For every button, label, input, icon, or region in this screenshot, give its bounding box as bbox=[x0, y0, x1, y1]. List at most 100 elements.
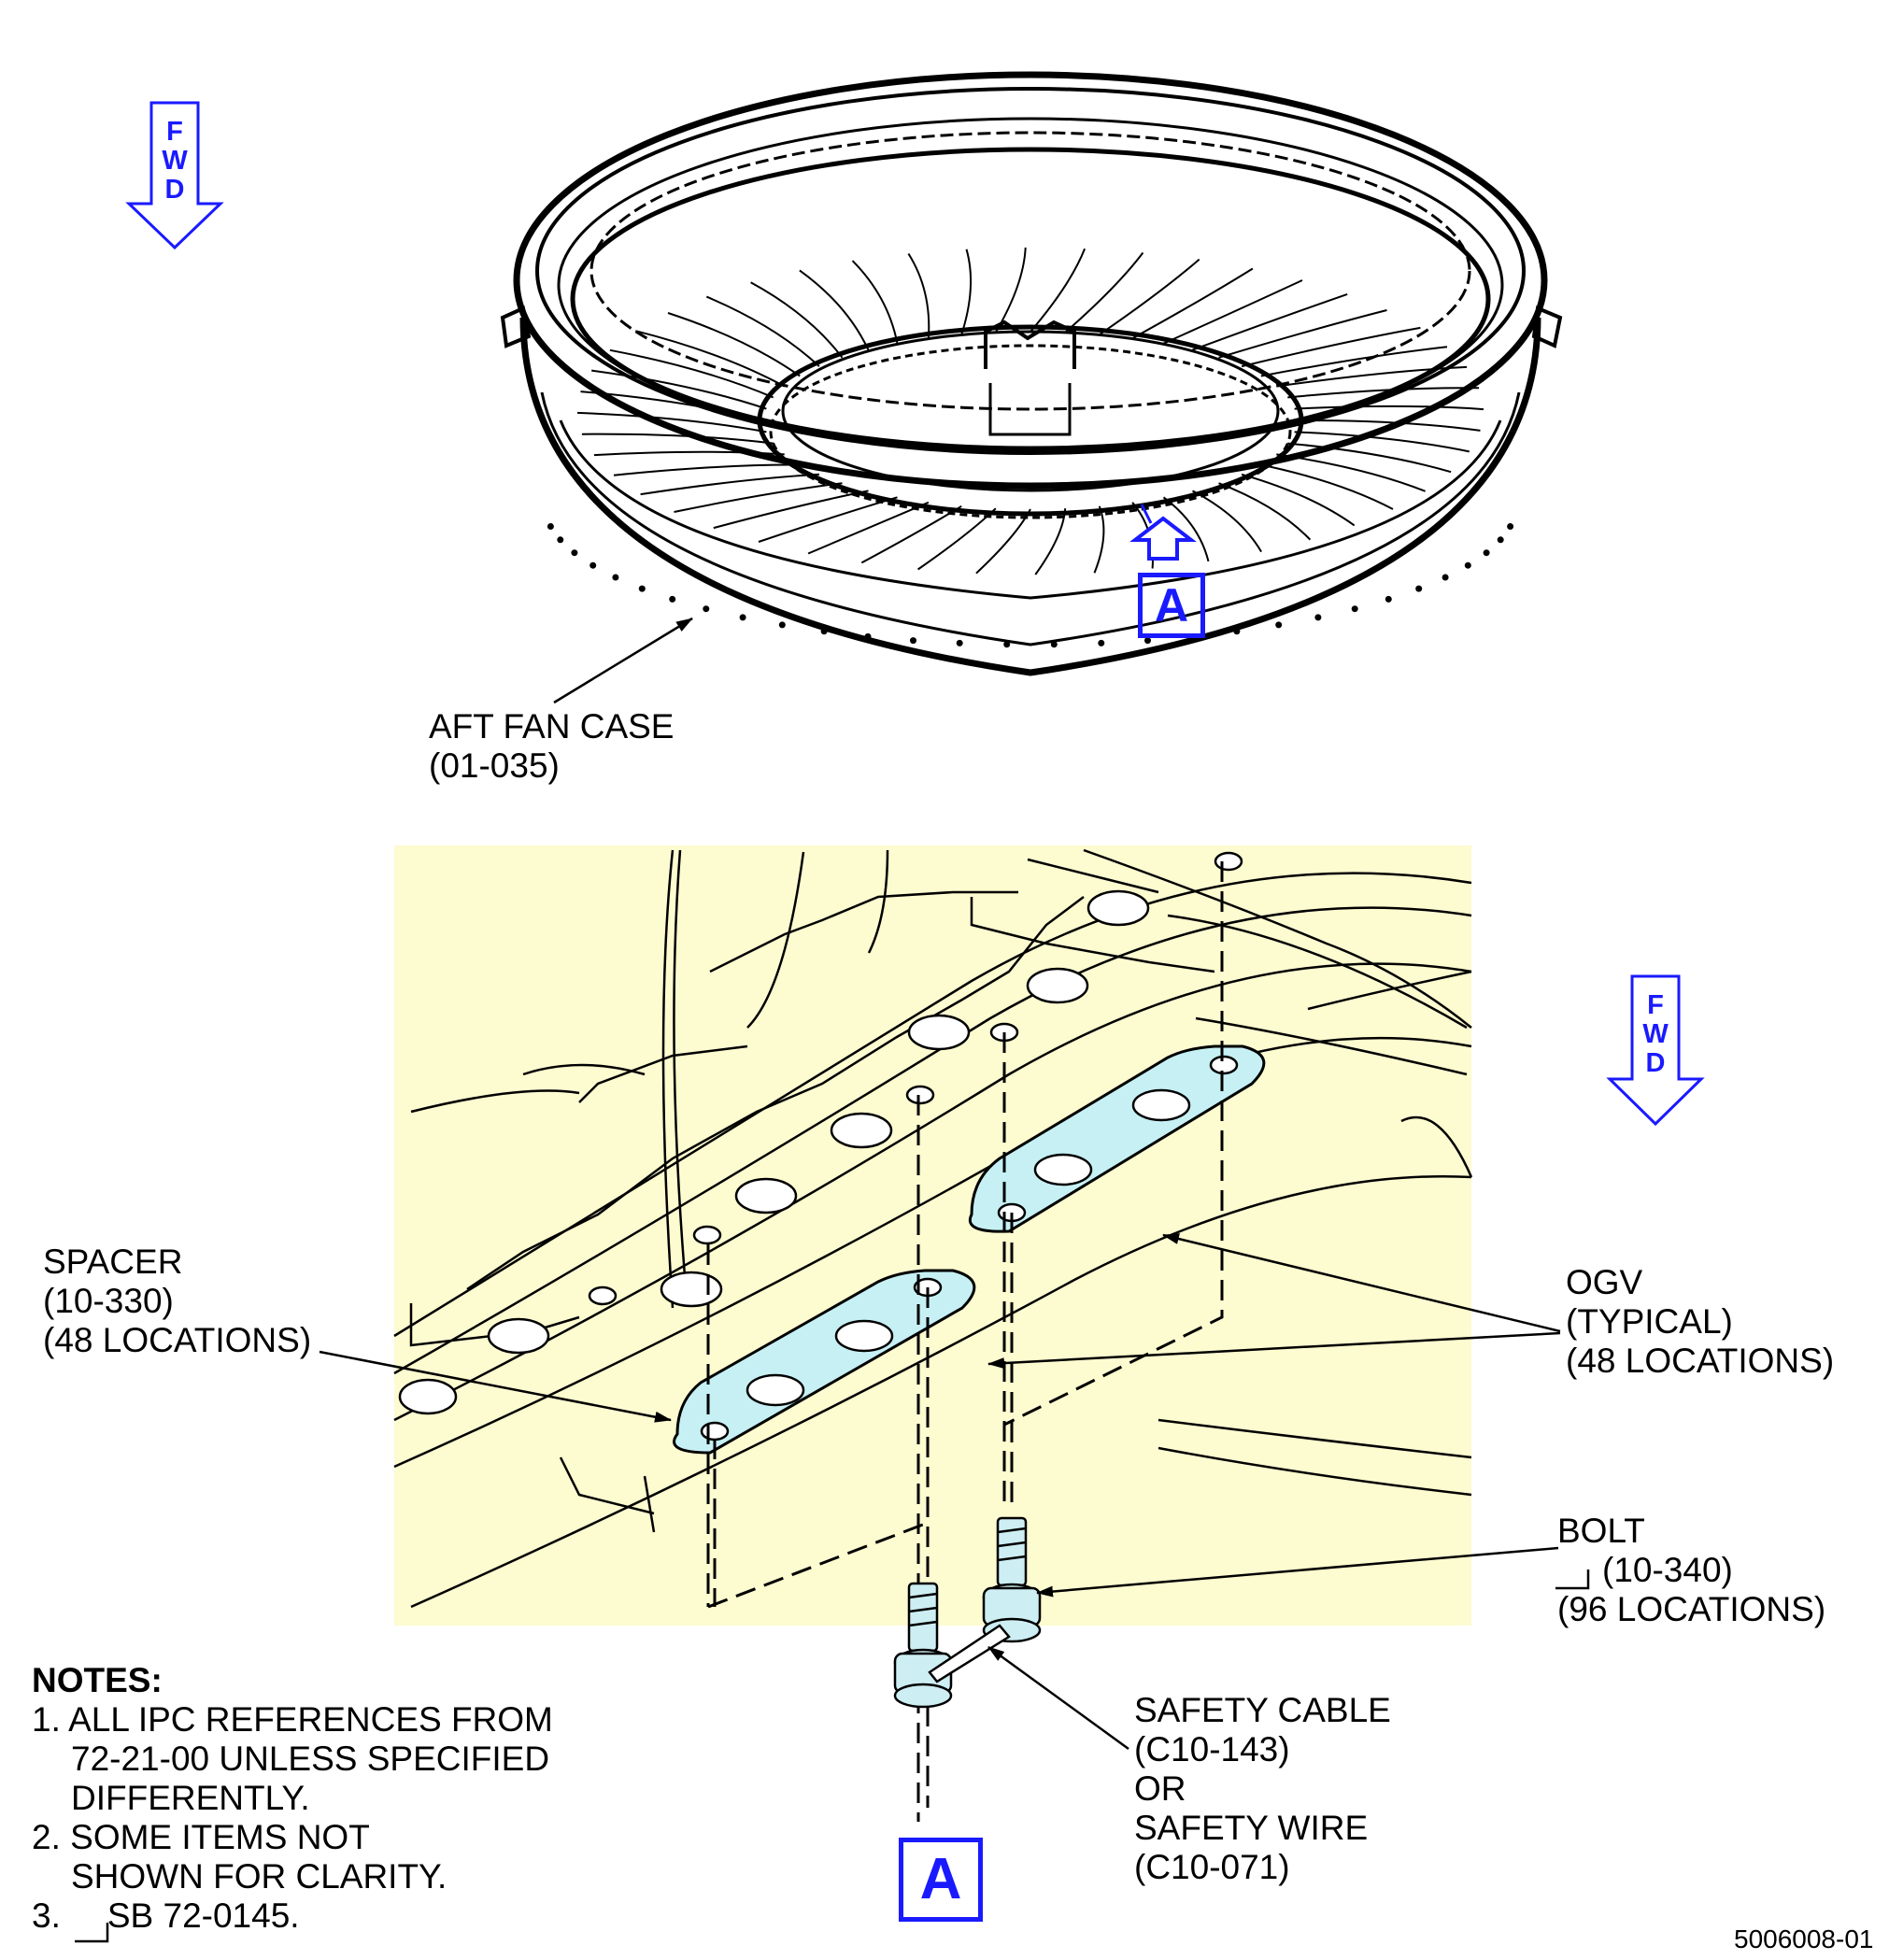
note-3: 3.SB 72-0145. bbox=[32, 1896, 300, 1935]
rev-mark-note bbox=[75, 1923, 109, 1943]
ring-bolt-hole bbox=[638, 585, 646, 592]
ring-bolt-hole bbox=[1351, 605, 1358, 613]
ring-bolt-hole bbox=[1483, 549, 1490, 557]
ogv-vane bbox=[1241, 473, 1356, 527]
aft-fan-case-drawing bbox=[500, 71, 1563, 676]
ogv-vane bbox=[1294, 431, 1470, 453]
ring-bolt-hole bbox=[547, 523, 554, 530]
ogv-vane bbox=[1218, 309, 1387, 359]
ogv-vane bbox=[1260, 346, 1448, 377]
ring-bolt-hole bbox=[1050, 641, 1058, 648]
ogv-vane bbox=[576, 411, 767, 433]
ogv-vane bbox=[1162, 496, 1210, 562]
ogv-vane bbox=[1276, 365, 1468, 388]
ogv-vane bbox=[960, 249, 973, 335]
ring-bolt-hole bbox=[1233, 628, 1241, 635]
figure-id: 5006008-01 bbox=[1734, 1924, 1874, 1953]
ring-bolt-hole bbox=[1098, 639, 1105, 646]
ogv-vane bbox=[674, 482, 843, 513]
ogv-vane bbox=[851, 260, 899, 344]
ogv-vane bbox=[807, 501, 930, 555]
ogv-vane bbox=[1034, 508, 1067, 575]
spacer-plate-lower bbox=[673, 1269, 976, 1455]
ogv-vane bbox=[613, 463, 801, 476]
ring-bolt-hole bbox=[739, 614, 746, 621]
ogv-vane bbox=[1064, 251, 1144, 334]
ogv-vane bbox=[667, 312, 801, 377]
ring-bolt-hole bbox=[1144, 637, 1151, 645]
ring-bolt-hole bbox=[669, 595, 676, 603]
ring-bolt-hole bbox=[557, 536, 564, 544]
ogv-vane bbox=[860, 504, 962, 564]
fwd-label-detail: F W D bbox=[1642, 990, 1669, 1078]
safety-cable-label: SAFETY CABLE (C10-143) OR SAFETY WIRE (C… bbox=[1134, 1691, 1391, 1886]
bolt-right bbox=[982, 1516, 1042, 1643]
ogv-vane bbox=[593, 450, 785, 457]
spacer-label: SPACER (10-330) (48 LOCATIONS) bbox=[43, 1243, 312, 1359]
ogv-vane bbox=[591, 369, 767, 410]
ring-bolt-holes bbox=[547, 523, 1514, 648]
ring-bolt-hole bbox=[612, 574, 619, 581]
ogv-vane bbox=[635, 330, 786, 388]
ogv-vane bbox=[1030, 248, 1087, 333]
ring-bolt-hole bbox=[1275, 621, 1283, 629]
ogv-vane bbox=[1276, 453, 1426, 492]
ring-bolt-hole bbox=[1003, 641, 1011, 648]
ring-bolt-hole bbox=[1442, 574, 1449, 581]
ring-bolt-hole bbox=[589, 561, 597, 569]
ogv-vane bbox=[758, 496, 898, 543]
ogv-vane bbox=[609, 348, 774, 399]
safety-cable bbox=[928, 1624, 1011, 1683]
bolt-label: BOLT (10-340) (96 LOCATIONS) bbox=[1557, 1512, 1826, 1628]
spacer-plate-upper bbox=[968, 1044, 1266, 1233]
ogv-vane bbox=[1287, 442, 1452, 474]
ring-bolt-hole bbox=[956, 639, 963, 646]
view-a-arrow-top bbox=[1129, 516, 1197, 561]
ogv-vane bbox=[1192, 292, 1348, 351]
view-a-callout-top: A bbox=[1138, 573, 1205, 638]
ogv-vane bbox=[1218, 482, 1312, 541]
ogv-vane bbox=[1131, 267, 1254, 340]
ring-bolt-hole bbox=[1385, 595, 1392, 603]
ogv-vane bbox=[907, 252, 930, 339]
ogv-vane bbox=[1260, 463, 1394, 510]
aft-fan-case-leader bbox=[553, 617, 693, 704]
ogv-vane bbox=[994, 247, 1027, 334]
rev-mark-bolt bbox=[1555, 1569, 1590, 1590]
fwd-arrow-detail bbox=[1606, 974, 1705, 1127]
ring-bolt-hole bbox=[1464, 561, 1471, 569]
ring-bolt-hole bbox=[1507, 523, 1514, 530]
ring-bolt-hole bbox=[703, 605, 710, 613]
view-a-callout-detail: A bbox=[899, 1838, 983, 1922]
ogv-vane bbox=[975, 508, 1031, 575]
ogv-vane bbox=[1192, 490, 1262, 553]
ogv-vane bbox=[580, 391, 765, 421]
ring-bolt-hole bbox=[571, 549, 578, 557]
ogv-vane bbox=[799, 269, 870, 351]
ogv-vane bbox=[1287, 387, 1480, 399]
ogv-vane bbox=[640, 473, 819, 496]
ring-bolt-hole bbox=[1497, 536, 1504, 544]
detail-view-background bbox=[394, 845, 1471, 1626]
ogv-vane bbox=[750, 281, 844, 359]
ogv-vane bbox=[1163, 279, 1303, 345]
ring-bolt-hole bbox=[1314, 614, 1322, 621]
detail-holes bbox=[398, 851, 1243, 1415]
ogv-label: OGV (TYPICAL) (48 LOCATIONS) bbox=[1566, 1263, 1835, 1380]
ogv-vane bbox=[1093, 505, 1105, 574]
aft-fan-case-label: AFT FAN CASE (01-035) bbox=[429, 707, 675, 785]
ogv-vane bbox=[1099, 258, 1200, 336]
ring-bolt-hole bbox=[910, 637, 916, 645]
ogv-vanes bbox=[576, 247, 1484, 575]
fwd-label-top: F W D bbox=[162, 117, 188, 205]
ring-bolt-hole bbox=[1415, 585, 1423, 592]
ring-bolt-hole bbox=[864, 632, 872, 640]
ring-bolt-hole bbox=[778, 621, 786, 629]
notes-title: NOTES: bbox=[32, 1661, 163, 1699]
ogv-vane bbox=[1241, 326, 1421, 368]
ogv-vane bbox=[1294, 405, 1484, 411]
ogv-vane bbox=[713, 490, 869, 530]
fwd-arrow-top bbox=[125, 101, 224, 250]
ogv-vane bbox=[705, 295, 820, 367]
